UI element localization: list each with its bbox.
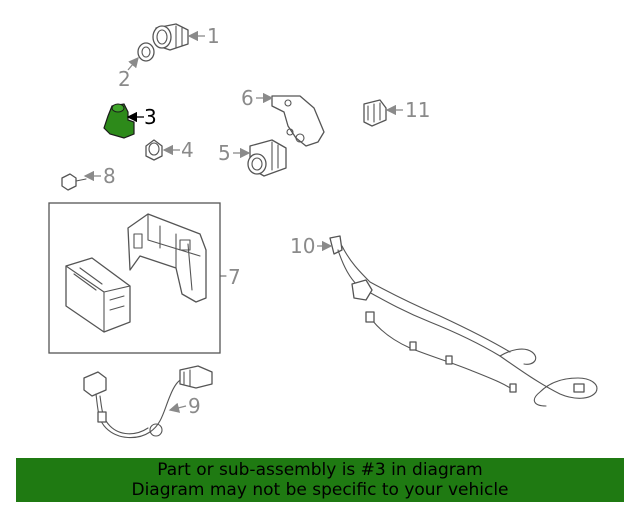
part-7-control-module-assembly[interactable] bbox=[48, 202, 221, 354]
callout-9: 9 bbox=[188, 394, 201, 418]
callout-7: 7 bbox=[228, 265, 241, 289]
callout-1: 1 bbox=[207, 24, 220, 48]
callout-8: 8 bbox=[103, 164, 116, 188]
part-9-wiring-harness[interactable] bbox=[83, 365, 213, 439]
banner-line-1: Part or sub-assembly is #3 in diagram bbox=[157, 460, 483, 480]
part-6-camera-bracket[interactable] bbox=[271, 95, 325, 147]
part-10-bumper-wiring-harness[interactable] bbox=[329, 235, 598, 407]
callout-4: 4 bbox=[181, 138, 194, 162]
part-3-highlighted-sensor[interactable] bbox=[103, 103, 135, 139]
info-banner: Part or sub-assembly is #3 in diagram Di… bbox=[16, 458, 624, 502]
part-11-clip[interactable] bbox=[363, 99, 387, 127]
callout-6: 6 bbox=[241, 86, 254, 110]
callout-3: 3 bbox=[144, 105, 157, 129]
part-4-sensor-holder[interactable] bbox=[145, 139, 163, 161]
callout-11: 11 bbox=[405, 98, 430, 122]
callout-10: 10 bbox=[290, 234, 315, 258]
parts-diagram: 1 2 3 4 5 6 11 bbox=[48, 23, 598, 439]
part-5-camera[interactable] bbox=[247, 139, 287, 177]
callout-2: 2 bbox=[118, 67, 131, 91]
part-2-sensor-retainer[interactable] bbox=[137, 42, 155, 62]
part-8-bolt[interactable] bbox=[61, 173, 87, 191]
part-1-parking-sensor[interactable] bbox=[152, 23, 189, 51]
banner-line-2: Diagram may not be specific to your vehi… bbox=[131, 480, 509, 500]
callout-5: 5 bbox=[218, 141, 231, 165]
